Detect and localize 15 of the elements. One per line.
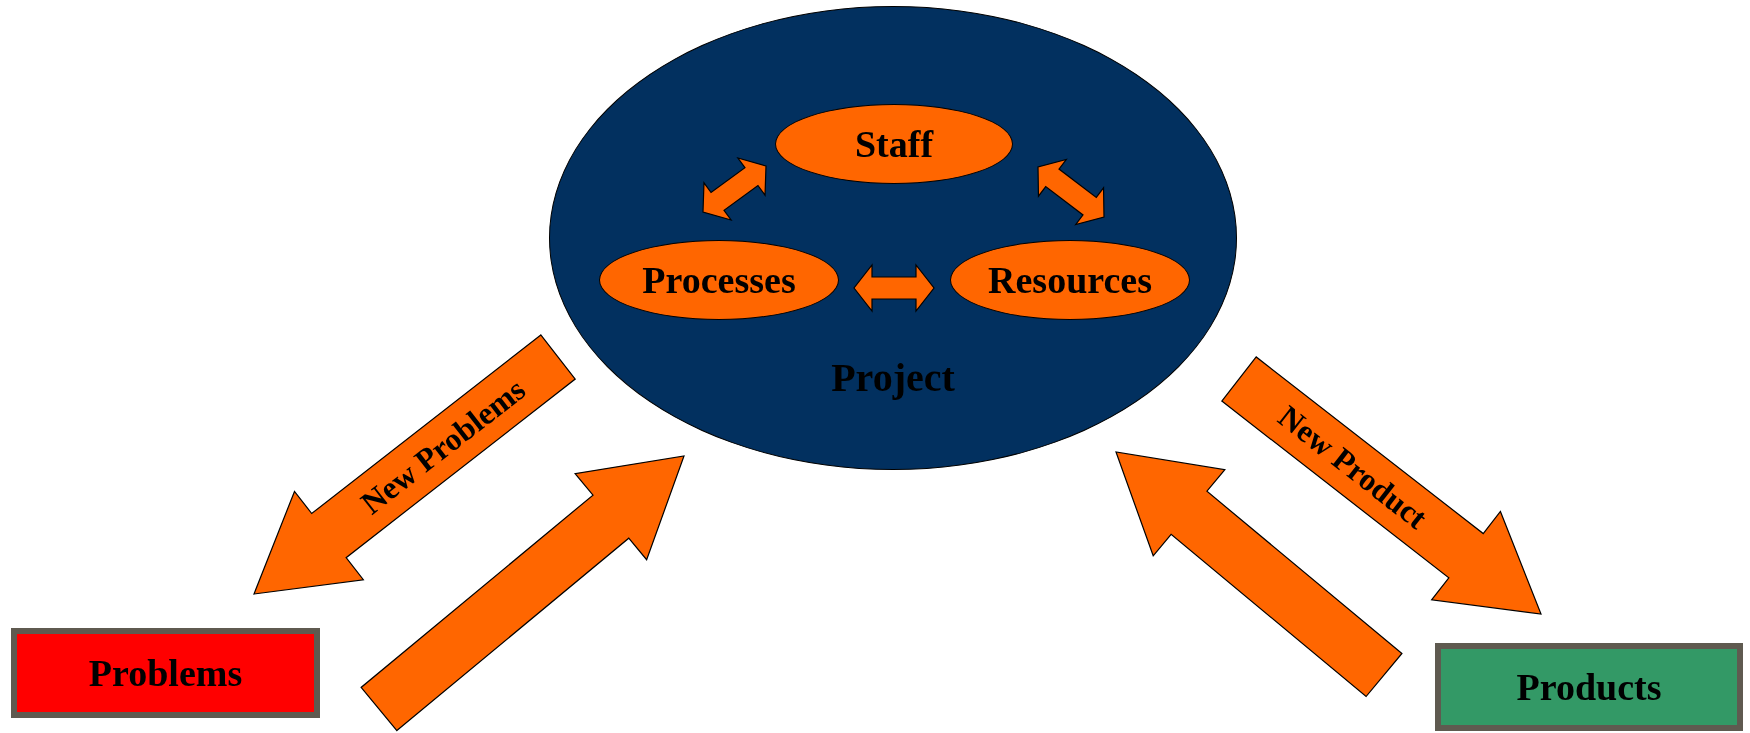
block-arrow bbox=[1037, 158, 1105, 226]
node-label: Processes bbox=[642, 258, 796, 302]
block-arrow bbox=[253, 334, 577, 595]
block-arrow bbox=[360, 455, 685, 732]
block-arrow bbox=[1220, 356, 1542, 615]
block-arrow bbox=[853, 263, 935, 313]
node-label: Problems bbox=[88, 651, 243, 695]
problems-box bbox=[11, 628, 320, 718]
node-label: Resources bbox=[988, 258, 1152, 302]
node-label: Project bbox=[831, 354, 955, 401]
block-arrow bbox=[1115, 451, 1403, 698]
node-label: Products bbox=[1516, 665, 1662, 709]
block-arrow bbox=[702, 157, 767, 221]
products-box bbox=[1435, 643, 1743, 731]
node-label: Staff bbox=[854, 122, 934, 166]
